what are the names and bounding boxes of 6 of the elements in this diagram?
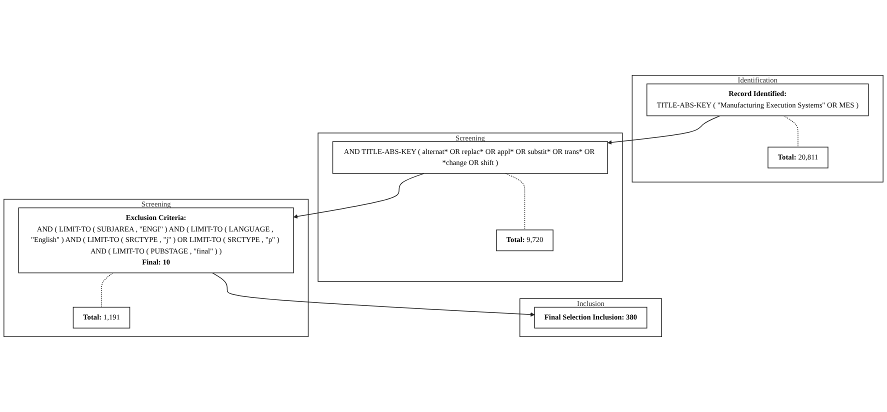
connector [783,115,798,148]
arrow [293,173,424,219]
connector [101,272,114,308]
arrow [607,115,720,145]
arrow [212,272,535,317]
connector [505,173,526,230]
